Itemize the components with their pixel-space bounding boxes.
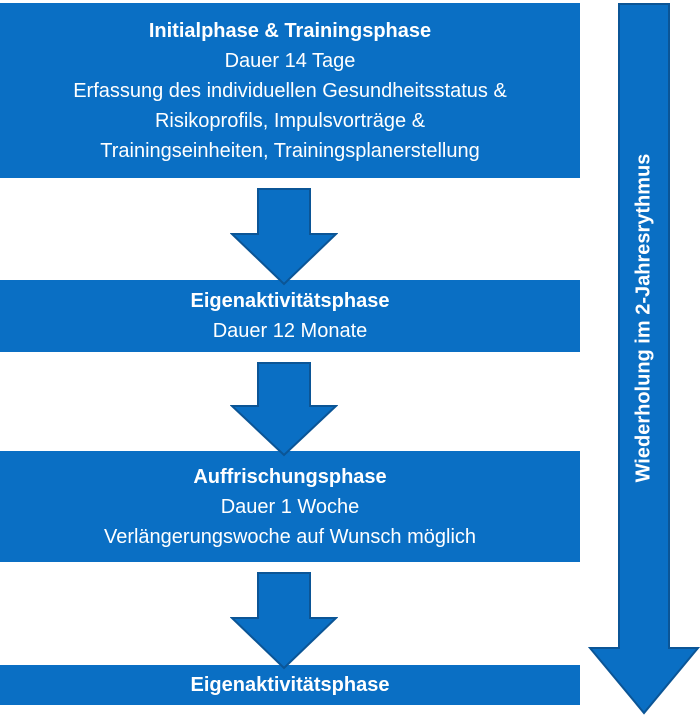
phase-note-refresher: Verlängerungswoche auf Wunsch möglich xyxy=(103,525,477,548)
phase-title-initial: Initialphase & Trainingsphase xyxy=(148,19,432,42)
phase-title-self-activity-final: Eigenaktivitätsphase xyxy=(190,674,390,696)
repeat-label: Wiederholung im 2-Jahresrythmus xyxy=(632,153,655,483)
phase-description-line-1: Erfassung des individuellen Gesundheitss… xyxy=(73,79,507,102)
phase-box-self-activity-final: Eigenaktivitätsphase xyxy=(0,665,580,705)
phase-duration-refresher: Dauer 1 Woche xyxy=(220,495,360,518)
phase-duration-self-activity: Dauer 12 Monate xyxy=(212,320,368,342)
down-arrow-icon xyxy=(230,362,338,457)
phase-title-refresher: Auffrischungsphase xyxy=(193,465,387,488)
down-arrow-icon xyxy=(230,572,338,670)
phase-box-initial: Initialphase & Trainingsphase Dauer 14 T… xyxy=(0,3,580,178)
repeat-arrow-icon xyxy=(588,3,700,715)
down-arrow-icon xyxy=(230,188,338,286)
phase-box-self-activity: Eigenaktivitätsphase Dauer 12 Monate xyxy=(0,280,580,352)
phase-title-self-activity: Eigenaktivitätsphase xyxy=(190,290,390,312)
phase-box-refresher: Auffrischungsphase Dauer 1 Woche Verläng… xyxy=(0,451,580,562)
phase-duration-initial: Dauer 14 Tage xyxy=(224,49,356,72)
phase-description-line-2: Risikoprofils, Impulsvorträge & xyxy=(154,109,426,132)
phase-description-line-3: Trainingseinheiten, Trainingsplanerstell… xyxy=(100,139,480,162)
